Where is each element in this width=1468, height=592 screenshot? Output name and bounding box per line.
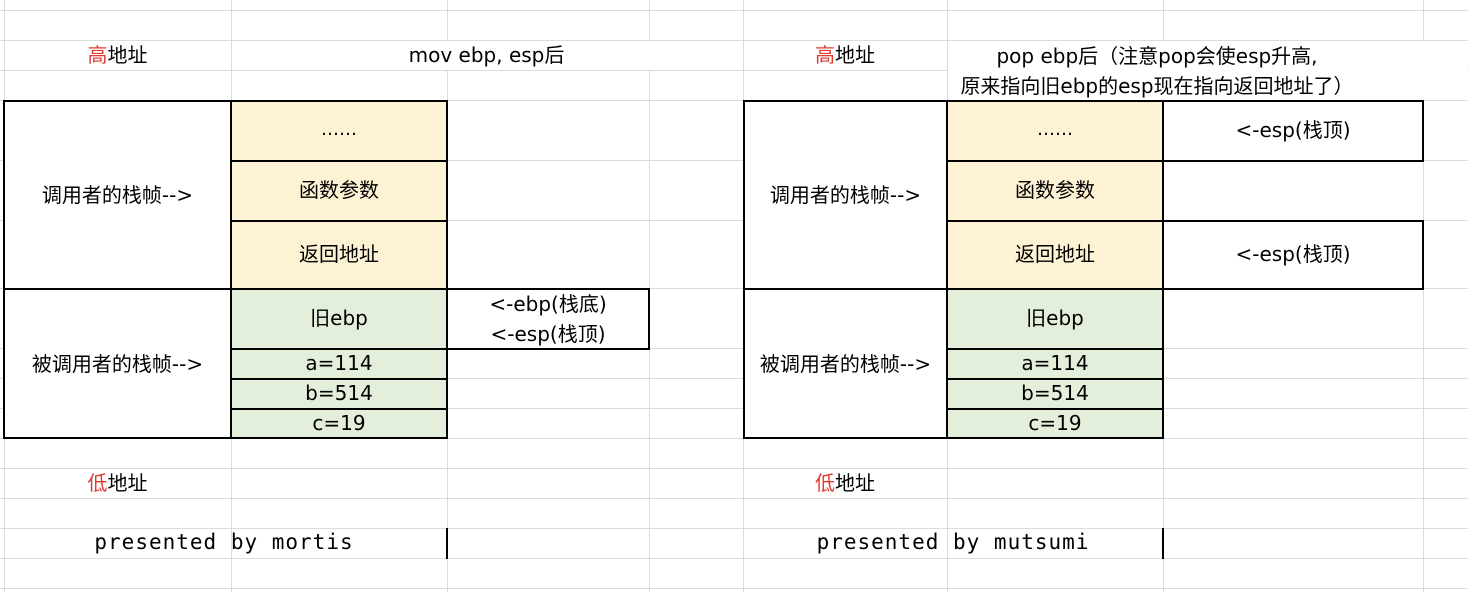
esp-pointer-label-new: <-esp(栈顶) <box>1235 242 1351 266</box>
stack-cell-old-ebp: 旧ebp <box>310 306 368 330</box>
border <box>1422 100 1424 162</box>
stack-cell-params: 函数参数 <box>1015 178 1095 202</box>
border <box>947 378 1164 380</box>
address-suffix: 地址 <box>835 471 875 495</box>
border <box>946 100 948 439</box>
callee-frame-label: 被调用者的栈帧--> <box>759 351 932 376</box>
left-callee-frame-fill <box>232 289 447 438</box>
stack-cell-a: a=114 <box>305 351 373 375</box>
grid-row-line <box>0 588 1468 589</box>
address-suffix: 地址 <box>835 43 875 67</box>
high-address-label: 高地址 <box>743 40 947 70</box>
border <box>446 528 448 559</box>
grid-row-line <box>0 40 1468 41</box>
right-callee-label-cell <box>745 289 947 438</box>
stack-cell-b: b=514 <box>305 381 373 405</box>
border <box>947 220 1424 222</box>
stack-cell-b: b=514 <box>1021 381 1089 405</box>
footer-credit: presented by mutsumi <box>816 530 1090 555</box>
border <box>231 220 448 222</box>
border <box>3 288 650 290</box>
right-pointer-top-cell <box>1164 101 1423 160</box>
grid-row-line <box>0 528 1468 529</box>
border <box>3 437 448 439</box>
grid-row-line <box>0 70 1468 71</box>
high-char: 高 <box>815 43 835 67</box>
low-char: 低 <box>815 471 835 495</box>
border <box>743 288 1424 290</box>
footer-credit: presented by mortis <box>94 530 354 555</box>
high-char: 高 <box>87 43 108 67</box>
low-address-label: 低地址 <box>4 468 231 498</box>
caller-frame-label: 调用者的栈帧--> <box>769 182 922 207</box>
border <box>3 100 448 102</box>
address-suffix: 地址 <box>107 43 148 67</box>
pointer-labels: <-ebp(栈底) <-esp(栈顶) <box>447 289 649 348</box>
border <box>1162 528 1164 559</box>
grid-row-line <box>0 10 1468 11</box>
title-line-1: pop ebp后（注意pop会使esp升高, <box>996 43 1318 68</box>
stack-cell-a: a=114 <box>1021 351 1089 375</box>
border <box>947 348 1164 350</box>
stack-cell-return-address: 返回地址 <box>299 242 379 266</box>
grid-row-line <box>0 160 1468 161</box>
step-title: pop ebp后（注意pop会使esp升高, 原来指向旧ebp的esp现在指向返… <box>947 41 1367 100</box>
left-pointer-cell <box>448 289 649 348</box>
callee-frame-label: 被调用者的栈帧--> <box>31 351 204 376</box>
low-char: 低 <box>87 471 108 495</box>
grid-row-line <box>0 438 1468 439</box>
border <box>743 100 1424 102</box>
border <box>230 100 232 439</box>
grid-col-line <box>1423 0 1424 592</box>
grid-row-line <box>0 100 1468 101</box>
grid-row-line <box>0 558 1468 559</box>
stack-cell-old-ebp: 旧ebp <box>1026 306 1084 330</box>
grid-row-line <box>0 220 1468 221</box>
grid-row-line <box>0 498 1468 499</box>
right-caller-frame-fill <box>948 101 1163 288</box>
border <box>231 160 448 162</box>
esp-pointer-label: <-esp(栈顶) <box>490 321 606 346</box>
right-callee-frame-fill <box>948 289 1163 438</box>
border <box>231 378 448 380</box>
stack-cell-c: c=19 <box>1028 411 1082 435</box>
left-callee-label-cell <box>5 289 231 438</box>
border <box>446 100 448 439</box>
border <box>743 437 1164 439</box>
caller-frame-label: 调用者的栈帧--> <box>41 182 194 207</box>
grid-row-line <box>0 378 1468 379</box>
border <box>743 100 745 439</box>
border <box>947 408 1164 410</box>
right-caller-label-cell <box>745 101 947 288</box>
grid-row-line <box>0 408 1468 409</box>
esp-pointer-label-old: <-esp(栈顶) <box>1235 118 1351 142</box>
border <box>1162 100 1164 439</box>
high-address-label: 高地址 <box>4 40 231 70</box>
border <box>947 160 1424 162</box>
border <box>231 408 448 410</box>
stack-cell-params: 函数参数 <box>299 178 379 202</box>
border <box>648 288 650 350</box>
grid-row-line <box>0 348 1468 349</box>
grid-row-line <box>0 288 1468 289</box>
border <box>1422 220 1424 290</box>
border <box>3 100 5 439</box>
stack-cell-return-address: 返回地址 <box>1015 242 1095 266</box>
ebp-pointer-label: <-ebp(栈底) <box>489 291 607 316</box>
stack-cell-dots: …… <box>1037 119 1073 141</box>
left-caller-label-cell <box>5 101 231 288</box>
step-title: mov ebp, esp后 <box>408 43 565 67</box>
grid-row-line <box>0 468 1468 469</box>
low-address-label: 低地址 <box>743 468 947 498</box>
stack-cell-dots: …… <box>321 119 357 141</box>
left-caller-frame-fill <box>232 101 447 288</box>
right-title-cell <box>948 41 1467 100</box>
title-line-2: 原来指向旧ebp的esp现在指向返回地址了） <box>960 73 1354 98</box>
stack-cell-c: c=19 <box>312 411 366 435</box>
border <box>231 348 650 350</box>
address-suffix: 地址 <box>107 471 148 495</box>
right-pointer-ret-cell <box>1164 221 1423 288</box>
left-title-cell <box>232 41 742 70</box>
